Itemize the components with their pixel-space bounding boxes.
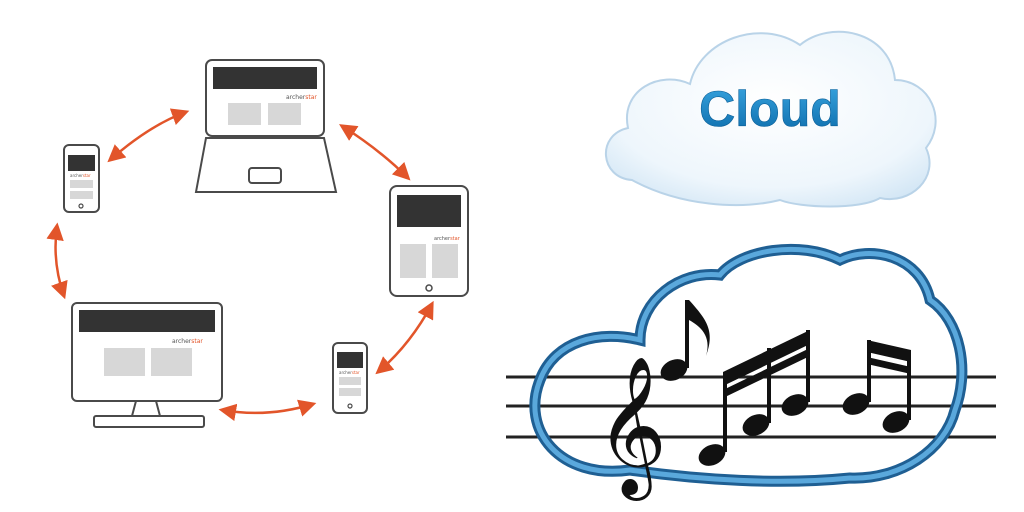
phone-bottom-screen-header <box>337 352 363 368</box>
desktop-stand-neck <box>130 400 162 417</box>
tablet-screen-header <box>397 195 461 227</box>
phone-left-brand-b: star <box>83 173 91 178</box>
desktop-panel-right <box>151 348 192 376</box>
svg-text:archerstar: archerstar <box>172 338 203 345</box>
music-cloud-outline-inner <box>532 246 965 484</box>
tablet-panel-left <box>400 244 426 278</box>
tablet-device: archerstar <box>389 185 469 297</box>
cloud-label: Cloud <box>699 81 841 137</box>
eighth-pair-icon <box>842 340 911 433</box>
desktop-device: archerstar <box>71 302 223 428</box>
svg-text:archerstar: archerstar <box>339 370 360 375</box>
treble-clef-icon: 𝄞 <box>596 356 667 501</box>
laptop-device: archerstar <box>194 59 338 193</box>
phone-bottom-panel-2 <box>339 388 361 396</box>
svg-text:archerstar: archerstar <box>70 173 91 178</box>
desktop-panel-left <box>104 348 145 376</box>
laptop-panel-left <box>228 103 261 125</box>
tablet-brand-a: archer <box>434 236 451 242</box>
laptop-brand-a: archer <box>286 94 306 101</box>
phone-bottom-device: archerstar <box>332 342 368 414</box>
tablet-brand-b: star <box>450 236 461 242</box>
desktop-brand-a: archer <box>172 338 192 345</box>
tablet-panel-right <box>432 244 458 278</box>
phone-left-panel-1 <box>70 180 93 188</box>
phone-bottom-panel-1 <box>339 377 361 385</box>
phone-left-device: archerstar <box>63 144 100 213</box>
desktop-brand-b: star <box>191 338 203 345</box>
arrow-phone-desktop-left <box>46 222 68 300</box>
laptop-trackpad <box>248 167 282 184</box>
laptop-keyboard-base <box>194 137 338 193</box>
laptop-screen-header <box>213 67 317 89</box>
phone-bottom-brand-a: archer <box>339 370 352 375</box>
desktop-screen-header <box>79 310 215 332</box>
phone-bottom-home-button <box>347 403 353 409</box>
phone-left-panel-2 <box>70 191 93 199</box>
arrow-laptop-tablet <box>339 124 411 181</box>
tablet-home-button <box>425 284 433 292</box>
svg-text:archerstar: archerstar <box>286 94 317 101</box>
phone-bottom-brand-b: star <box>352 370 360 375</box>
arrow-phone-desktop <box>218 399 317 422</box>
music-cloud-graphic: 𝄞 <box>506 243 996 501</box>
arrow-tablet-phone <box>375 300 434 375</box>
arrow-phone-laptop <box>107 108 190 163</box>
desktop-stand-base <box>93 415 205 428</box>
cloud-graphic: Cloud <box>604 30 937 208</box>
beamed-notes-icon <box>698 330 810 466</box>
cloud-icon <box>604 30 937 208</box>
eighth-note-icon <box>660 300 710 381</box>
laptop-panel-right <box>268 103 301 125</box>
phone-left-brand-a: archer <box>70 173 83 178</box>
svg-text:archerstar: archerstar <box>434 236 461 242</box>
phone-left-screen-header <box>68 155 95 171</box>
phone-left-home-button <box>78 203 84 209</box>
laptop-brand-b: star <box>305 94 317 101</box>
sync-arrows <box>46 108 434 422</box>
